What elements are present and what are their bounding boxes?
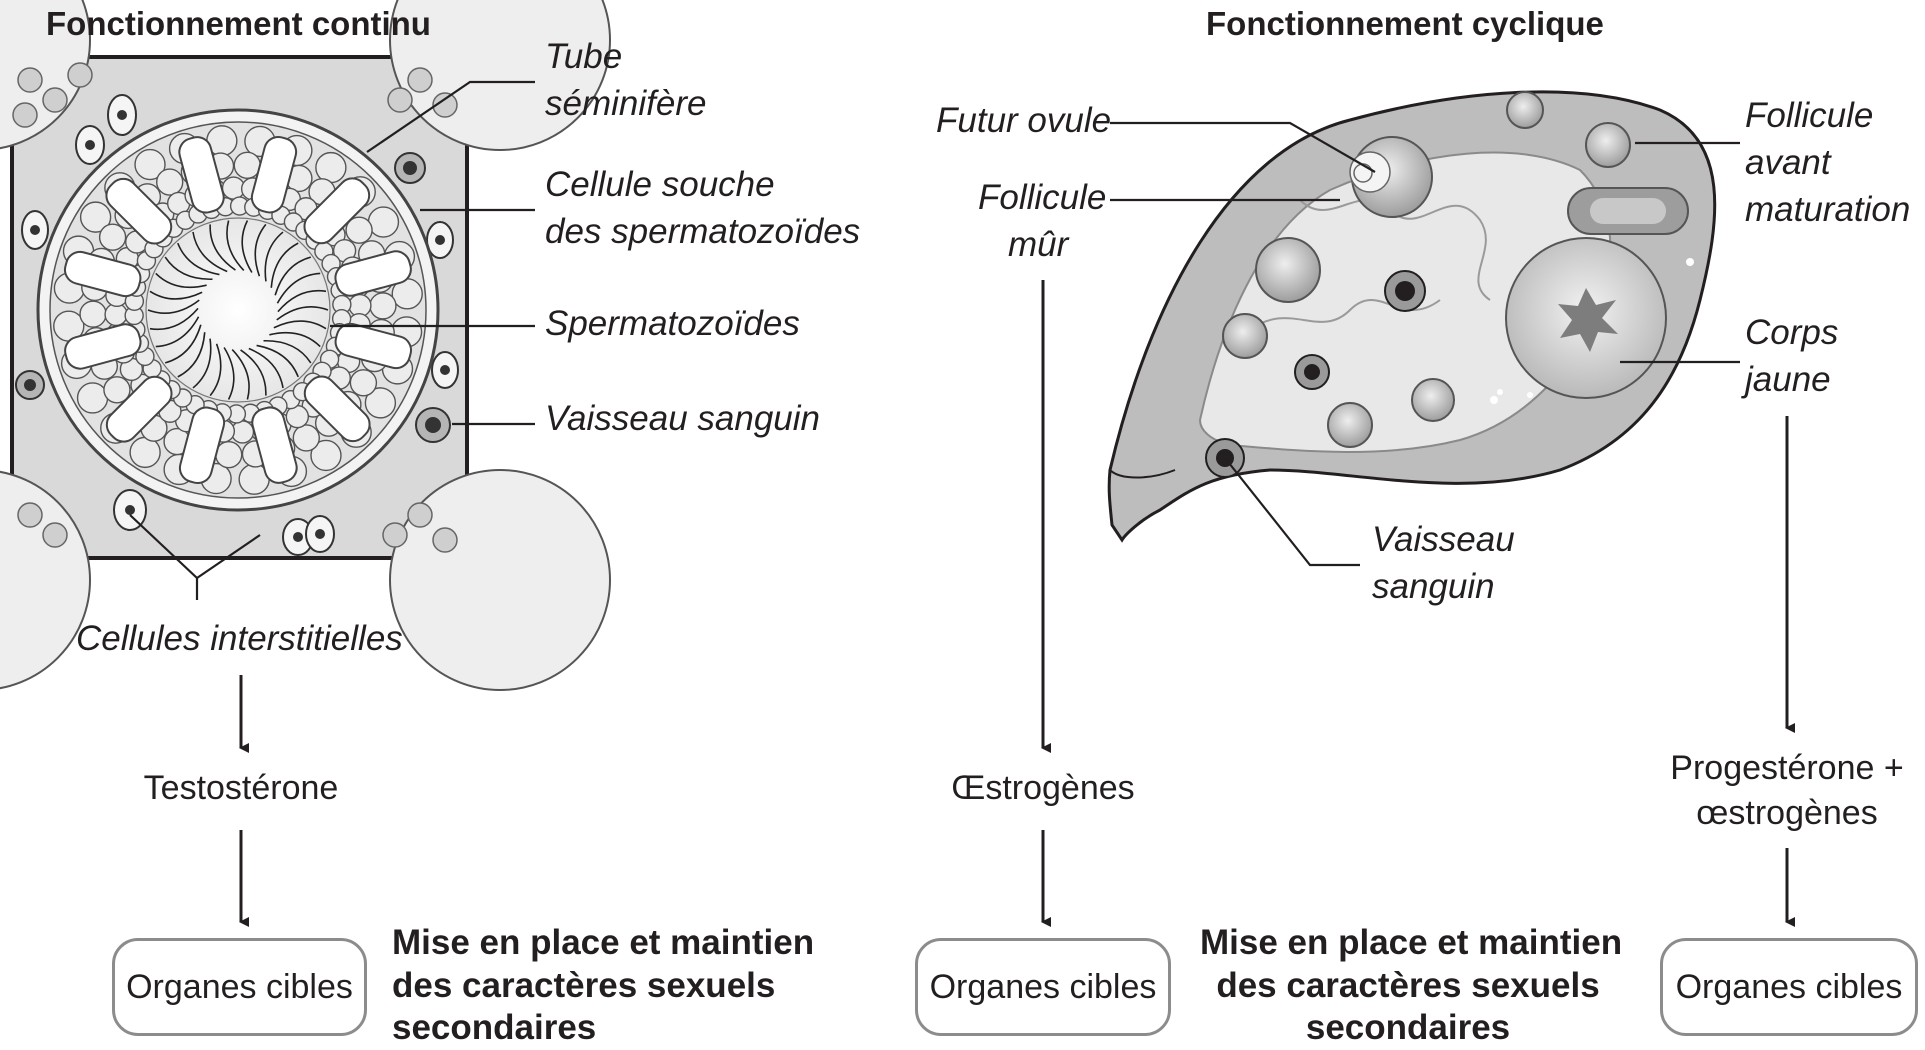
right-panel-title: Fonctionnement cyclique [1206,4,1604,44]
left-effect-line3: secondaires [392,1007,814,1050]
left-panel-title: Fonctionnement continu [46,4,431,44]
label-ovary-vessel-line1: Vaisseau [1372,519,1515,561]
label-mature-follicle-line2: mûr [1008,224,1068,266]
label-blood-vessel: Vaisseau sanguin [545,398,820,440]
germ-cell [293,425,319,451]
hormone-testosterone: Testostérone [136,768,346,809]
label-mature-follicle-line1: Follicule [978,177,1106,219]
germ-cell [234,152,260,178]
seminiferous-tube-illustration [0,0,610,690]
germ-cell [350,370,376,396]
hormone-progesterone-line1: Progestérone + [1652,748,1922,789]
germ-cell [316,153,346,183]
label-corpus-luteum-line2: jaune [1745,359,1831,401]
left-effect-line1: Mise en place et maintien [392,922,814,965]
germ-cell [80,301,106,327]
target-organs-box-left: Organes cibles [112,938,367,1036]
target-organs-box-right: Organes cibles [1660,938,1918,1036]
germ-cell [130,437,160,467]
germ-cell [368,207,398,237]
label-tube-line2: séminifère [545,83,706,125]
label-pre-follicle-line3: maturation [1745,189,1910,231]
target-organs-label: Organes cibles [1676,968,1903,1007]
left-effect-text: Mise en place et maintien des caractères… [392,922,814,1050]
label-pre-follicle-line1: Follicule [1745,95,1873,137]
label-tube-line1: Tube [545,36,622,78]
germ-cell [157,169,183,195]
target-organs-box-middle: Organes cibles [915,938,1171,1036]
germ-cell [216,442,242,468]
label-future-ovule: Futur ovule [936,100,1111,142]
hormone-progesterone-line2: œstrogènes [1652,793,1922,834]
label-pre-follicle-line2: avant [1745,142,1831,184]
ovary-illustration [1109,92,1715,540]
label-corpus-luteum-line1: Corps [1745,312,1838,354]
label-stem-cell-line1: Cellule souche [545,164,775,206]
label-spermatozoa: Spermatozoïdes [545,303,800,345]
right-effect-line2: des caractères sexuels [1200,965,1616,1008]
left-effect-line2: des caractères sexuels [392,965,814,1008]
target-organs-label: Organes cibles [930,968,1157,1007]
right-effect-text: Mise en place et maintien des caractères… [1200,922,1616,1050]
right-effect-line3: secondaires [1200,1007,1616,1050]
target-organs-label: Organes cibles [126,968,353,1007]
right-effect-line1: Mise en place et maintien [1200,922,1616,965]
label-interstitial-cells: Cellules interstitielles [76,618,403,660]
hormone-oestrogens: Œstrogènes [930,768,1156,809]
label-ovary-vessel-line2: sanguin [1372,566,1495,608]
germ-cell [100,224,126,250]
germ-cell [78,383,108,413]
germ-cell [370,293,396,319]
label-stem-cell-line2: des spermatozoïdes [545,211,860,253]
